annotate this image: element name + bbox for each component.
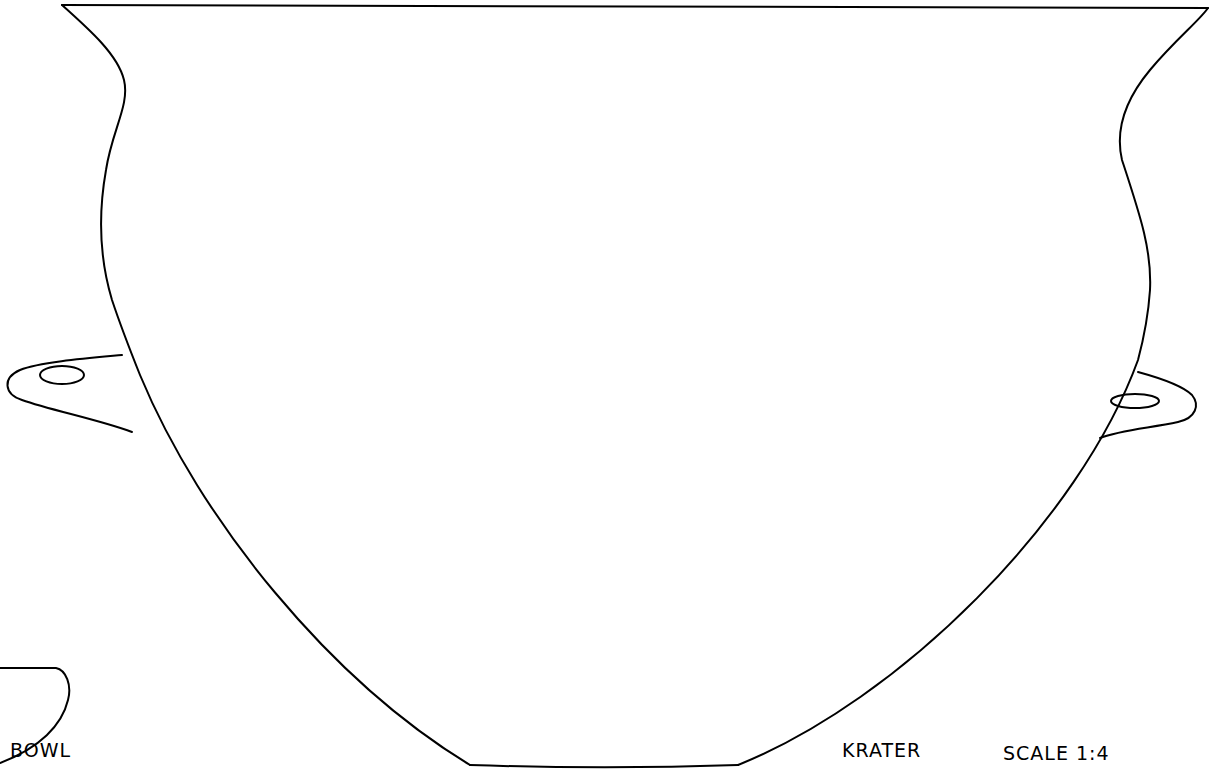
krater-handle — [1100, 372, 1196, 438]
krater-base — [470, 765, 738, 767]
krater-right-profile — [738, 8, 1208, 765]
handle-hole — [1111, 394, 1159, 408]
krater-handle — [7, 355, 132, 432]
krater-rim — [62, 5, 1208, 8]
handle-hole — [40, 366, 84, 384]
scale-note: SCALE 1:4 — [1003, 743, 1110, 764]
krater-left-profile — [62, 5, 470, 765]
vessel-label: KRATER — [842, 740, 921, 761]
vessel-label: BOWL — [10, 740, 71, 761]
